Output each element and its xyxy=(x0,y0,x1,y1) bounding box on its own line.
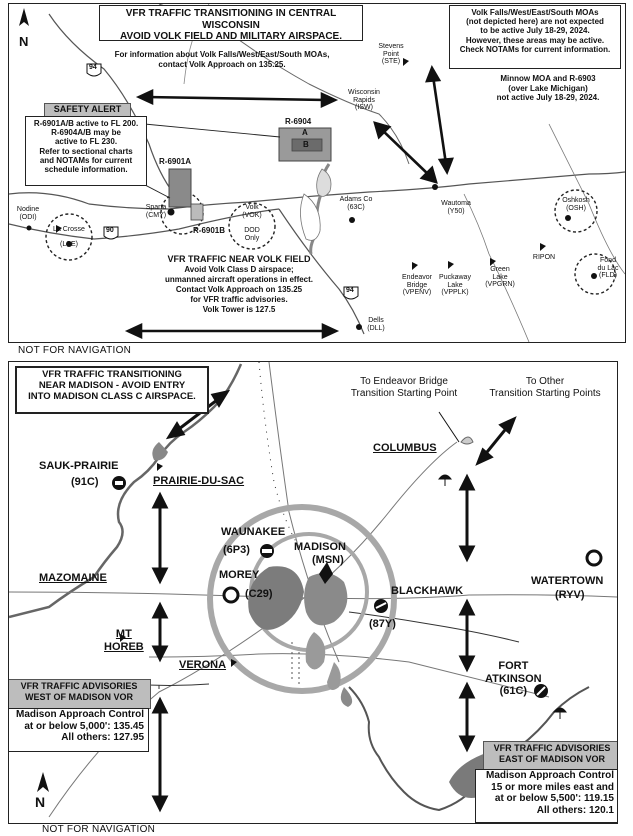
verona-label: VERONA xyxy=(179,659,227,671)
safety-alert-header: SAFETY ALERT xyxy=(44,103,131,117)
volk-note-line-3: unmanned aircraft operations in effect. xyxy=(164,275,314,285)
blackhawk-label: BLACKHAWK xyxy=(391,585,464,597)
safety-alert-line-4: Refer to sectional charts xyxy=(39,146,133,156)
north-label: N xyxy=(19,34,29,49)
safety-alert-line-1: R-6901A/B active to FL 200. xyxy=(33,119,139,128)
moa-contact-note: For information about Volk Falls/West/Ea… xyxy=(107,50,337,69)
madison-title-line-2: NEAR MADISON - AVOID ENTRY xyxy=(38,379,186,391)
not-for-navigation-top: NOT FOR NAVIGATION xyxy=(18,345,132,356)
madison-panel: VFR TRAFFIC TRANSITIONING NEAR MADISON -… xyxy=(8,361,618,824)
sauk-prairie-label: SAUK-PRAIRIE xyxy=(39,460,119,472)
madison-title-line-3: INTO MADISON CLASS C AIRSPACE. xyxy=(28,390,196,402)
west-advisory-box: Madison Approach Control at or below 5,0… xyxy=(9,708,149,752)
r6901b-label: R-6901B xyxy=(193,226,226,235)
waunakee-id: (6P3) xyxy=(223,544,250,556)
minnow-line-1: Minnow MOA and R-6903 xyxy=(500,74,596,83)
safety-alert-box: R-6901A/B active to FL 200. R-6904A/B ma… xyxy=(25,116,147,186)
mt-horeb-label: MT HOREB xyxy=(104,628,144,653)
volk-field-note: VFR TRAFFIC NEAR VOLK FIELD Avoid Volk C… xyxy=(139,254,339,315)
volk-label: Volk(VOK) xyxy=(242,204,262,219)
minnow-moa-note: Minnow MOA and R-6903 (over Lake Michiga… xyxy=(473,74,623,103)
morey-label: MOREY xyxy=(219,569,260,581)
la-crosse-label: La Crosse(LSE) xyxy=(53,226,85,248)
volk-note-title: VFR TRAFFIC NEAR VOLK FIELD xyxy=(167,254,311,264)
moa-note-line-4: However, these areas may be active. xyxy=(465,35,605,45)
prairie-du-sac-label: PRAIRIE-DU-SAC xyxy=(153,475,245,487)
highway-94-label: 94 xyxy=(89,64,97,71)
madison-label: MADISON xyxy=(294,541,346,553)
volk-note-line-5: for VFR traffic advisories. xyxy=(190,295,288,305)
minnow-line-3: not active July 18-29, 2024. xyxy=(496,93,600,103)
moa-note-box: Volk Falls/West/East/South MOAs (not dep… xyxy=(449,5,621,69)
nodine-label: Nodine(ODI) xyxy=(16,206,40,221)
safety-alert-line-2: R-6904A/B may be xyxy=(51,128,121,138)
not-for-navigation-bottom: NOT FOR NAVIGATION xyxy=(42,824,156,835)
r6901a-label: R-6901A xyxy=(159,157,192,166)
central-wisconsin-map-graphics xyxy=(9,4,625,342)
moa-note-line-2: (not depicted here) are not expected xyxy=(466,17,604,27)
west-advisory-header: VFR TRAFFIC ADVISORIES WEST OF MADISON V… xyxy=(9,679,151,709)
east-advisory-header: VFR TRAFFIC ADVISORIES EAST OF MADISON V… xyxy=(483,741,617,771)
madison-map-graphics xyxy=(9,362,617,818)
volk-note-line-6: Volk Tower is 127.5 xyxy=(202,305,276,315)
blackhawk-id: (87Y) xyxy=(369,618,396,630)
waunakee-label: WAUNAKEE xyxy=(221,526,286,538)
watertown-label: WATERTOWN xyxy=(531,575,604,587)
r6904b-label: B xyxy=(303,140,309,149)
central-title-line-1: VFR TRAFFIC TRANSITIONING IN CENTRAL WIS… xyxy=(125,8,337,31)
volk-note-line-4: Contact Volk Approach on 135.25 xyxy=(175,285,303,295)
mazomanie-label: MAZOMAINE xyxy=(39,572,107,584)
watertown-id: (RYV) xyxy=(555,589,585,601)
wautoma-label: Wautoma(Y50) xyxy=(441,200,471,215)
endeavor-transition-note: To Endeavor Bridge Transition Starting P… xyxy=(350,376,458,399)
madison-title-line-1: VFR TRAFFIC TRANSITIONING xyxy=(42,369,182,380)
madison-id: (MSN) xyxy=(312,554,344,566)
fort-atkinson-label: FORT ATKINSON (61C) xyxy=(485,660,542,698)
moa-contact-line-1: For information about Volk Falls/West/Ea… xyxy=(114,50,330,59)
safety-alert-line-3: active to FL 230. xyxy=(54,137,118,147)
dells-label: Dells(DLL) xyxy=(367,317,385,332)
r6904-label: R-6904 xyxy=(285,117,312,126)
sparta-label: Sparta(CMY) xyxy=(145,204,167,219)
central-title-line-2: AVOID VOLK FIELD AND MILITARY AIRSPACE. xyxy=(119,31,343,42)
madison-north-label: N xyxy=(35,794,46,810)
volk-note-line-2: Avoid Volk Class D airspace; xyxy=(184,265,294,275)
central-wisconsin-panel: VFR TRAFFIC TRANSITIONING IN CENTRAL WIS… xyxy=(8,3,626,343)
moa-contact-line-2: contact Volk Approach on 135.25. xyxy=(158,59,286,69)
moa-note-line-1: Volk Falls/West/East/South MOAs xyxy=(471,8,599,17)
highway-94-south-label: 94 xyxy=(346,287,354,294)
minnow-line-2: (over Lake Michigan) xyxy=(508,83,588,93)
ripon-label: RIPON xyxy=(532,254,556,261)
highway-90-label: 90 xyxy=(106,227,114,234)
east-advisory-box: Madison Approach Control 15 or more mile… xyxy=(475,769,617,823)
safety-alert-line-5: and NOTAMs for current xyxy=(39,155,133,165)
adams-co-label: Adams Co(63C) xyxy=(339,196,373,211)
columbus-label: COLUMBUS xyxy=(373,442,437,454)
sauk-prairie-id: (91C) xyxy=(71,476,99,488)
morey-id: (C29) xyxy=(245,588,273,600)
safety-alert-line-6: schedule information. xyxy=(44,164,128,174)
madison-title-box: VFR TRAFFIC TRANSITIONING NEAR MADISON -… xyxy=(15,366,209,414)
r6904a-label: A xyxy=(302,128,308,137)
other-transition-note: To Other Transition Starting Points xyxy=(489,376,601,399)
moa-note-line-3: to be active July 18-29, 2024. xyxy=(480,26,590,36)
oshkosh-label: Oshkosh(OSH) xyxy=(562,197,590,212)
central-title-box: VFR TRAFFIC TRANSITIONING IN CENTRAL WIS… xyxy=(99,5,363,42)
moa-note-line-5: Check NOTAMs for current information. xyxy=(459,44,611,54)
